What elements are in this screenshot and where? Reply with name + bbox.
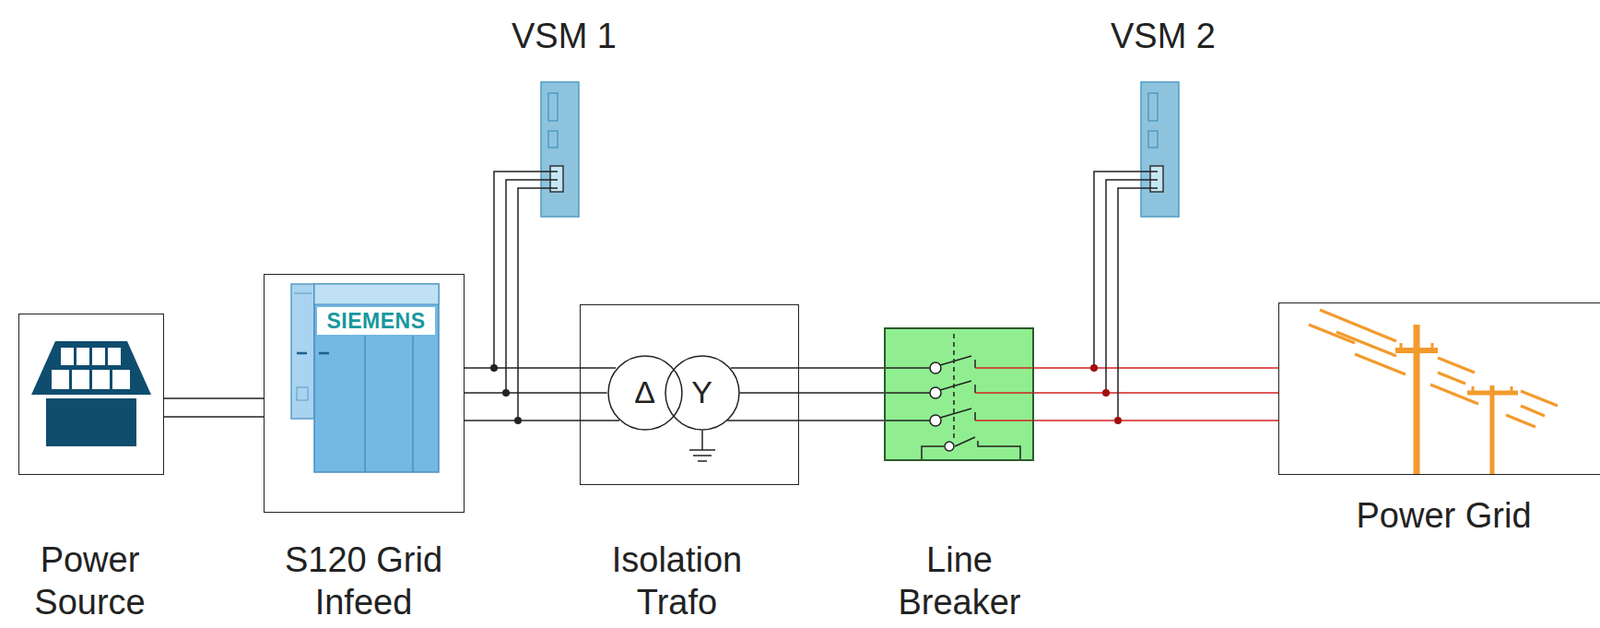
junction-dot bbox=[1102, 388, 1110, 397]
measurement-tap bbox=[490, 171, 542, 424]
measurement-tap bbox=[1090, 171, 1142, 424]
wire bbox=[730, 366, 884, 369]
symbol-text: Y bbox=[664, 354, 741, 431]
junction-dot bbox=[514, 416, 522, 424]
wire bbox=[464, 391, 608, 394]
part-label: Power Grid bbox=[1305, 494, 1583, 537]
junction-dot bbox=[1090, 364, 1098, 372]
power-line bbox=[1034, 367, 1279, 421]
source-box: Power Source bbox=[18, 313, 165, 475]
winding-circle: Y bbox=[664, 354, 741, 431]
breaker-switches bbox=[883, 327, 1035, 461]
junction-dot bbox=[502, 388, 510, 397]
part-label: Isolation Trafo bbox=[585, 538, 770, 624]
part-label: S120 Grid Infeed bbox=[262, 538, 466, 624]
wire bbox=[464, 366, 616, 369]
wire bbox=[505, 179, 542, 393]
part-label: Power Source bbox=[7, 538, 174, 624]
ground-symbol bbox=[689, 430, 716, 461]
winding-circle: Δ bbox=[607, 354, 683, 431]
wire bbox=[739, 391, 884, 394]
power-line bbox=[727, 367, 884, 421]
wire bbox=[1117, 188, 1142, 421]
breaker-box: Line Breaker bbox=[883, 327, 1035, 461]
vsm-module-2 bbox=[1141, 82, 1179, 217]
vsm-module-1 bbox=[541, 82, 579, 217]
wire bbox=[727, 419, 884, 422]
grid-box: Power Grid bbox=[1278, 302, 1600, 475]
wire bbox=[517, 188, 542, 421]
brand-logo: SIEMENS bbox=[317, 306, 436, 335]
power-line bbox=[164, 398, 264, 417]
sensor-module: VSM 1 bbox=[541, 82, 579, 217]
wire bbox=[1034, 391, 1279, 394]
sensor-module: VSM 2 bbox=[1141, 82, 1179, 217]
junction-dot bbox=[490, 364, 498, 372]
part-label: Line Breaker bbox=[881, 538, 1038, 624]
wire bbox=[164, 397, 264, 400]
symbol-text: Δ bbox=[607, 354, 683, 431]
junction-dot bbox=[1114, 416, 1122, 424]
part-label: VSM 2 bbox=[1084, 14, 1242, 58]
solar-house-icon bbox=[31, 341, 152, 447]
wire bbox=[1034, 366, 1279, 369]
wire bbox=[464, 419, 620, 422]
part-label: VSM 1 bbox=[485, 14, 643, 58]
s120-drive-unit bbox=[291, 283, 439, 472]
wire bbox=[164, 415, 264, 418]
trafo-box: Isolation TrafoΔY bbox=[579, 304, 800, 485]
power-line bbox=[464, 367, 620, 421]
wire bbox=[1034, 419, 1279, 422]
wire bbox=[1105, 179, 1142, 393]
power-grid-poles bbox=[1308, 309, 1558, 475]
